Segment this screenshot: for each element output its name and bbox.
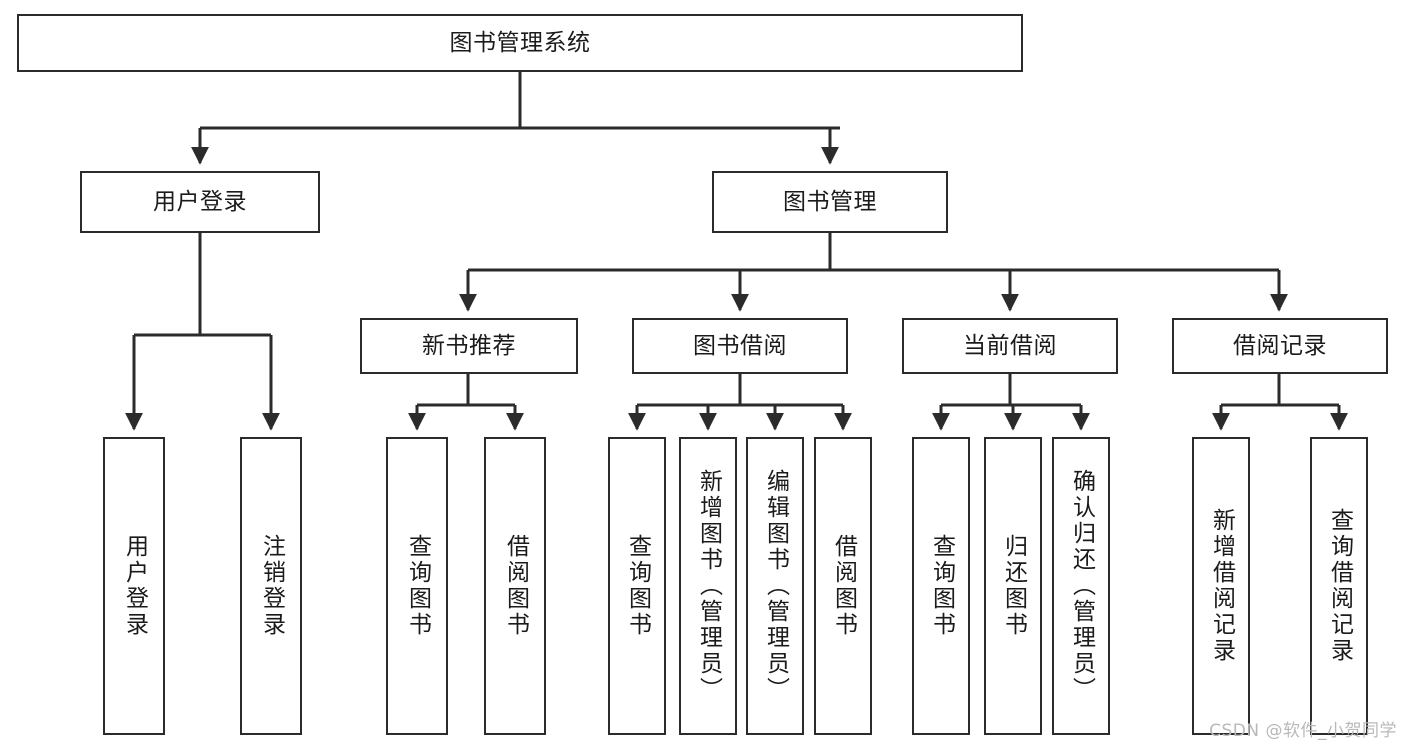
leaf-query-borrow-record[interactable]: 查询借阅记录 bbox=[1310, 437, 1368, 735]
leaf-user-login-label: 用户登录 bbox=[121, 534, 148, 638]
leaf-return-book[interactable]: 归还图书 bbox=[984, 437, 1042, 735]
leaf-borrow-book-label: 借阅图书 bbox=[830, 534, 857, 638]
leaf-add-borrow-record[interactable]: 新增借阅记录 bbox=[1192, 437, 1250, 735]
leaf-borrow-book[interactable]: 借阅图书 bbox=[814, 437, 872, 735]
leaf-query-book-borrow-label: 查询图书 bbox=[624, 534, 651, 638]
leaf-user-login[interactable]: 用户登录 bbox=[103, 437, 165, 735]
leaf-add-book-admin-label: 新增图书（管理员） bbox=[695, 469, 722, 703]
leaf-confirm-return-admin[interactable]: 确认归还（管理员） bbox=[1052, 437, 1110, 735]
node-current-borrow-label: 当前借阅 bbox=[963, 332, 1057, 359]
leaf-query-book-current[interactable]: 查询图书 bbox=[912, 437, 970, 735]
node-user-login[interactable]: 用户登录 bbox=[80, 171, 320, 233]
node-root[interactable]: 图书管理系统 bbox=[17, 14, 1023, 72]
leaf-edit-book-admin-label: 编辑图书（管理员） bbox=[762, 469, 789, 703]
leaf-query-book-current-label: 查询图书 bbox=[928, 534, 955, 638]
node-book-borrow-label: 图书借阅 bbox=[693, 332, 787, 359]
leaf-return-book-label: 归还图书 bbox=[1000, 534, 1027, 638]
node-borrow-records-label: 借阅记录 bbox=[1233, 332, 1327, 359]
node-new-book-recommend[interactable]: 新书推荐 bbox=[360, 318, 578, 374]
leaf-add-book-admin[interactable]: 新增图书（管理员） bbox=[679, 437, 737, 735]
leaf-edit-book-admin[interactable]: 编辑图书（管理员） bbox=[746, 437, 804, 735]
node-current-borrow[interactable]: 当前借阅 bbox=[902, 318, 1118, 374]
node-book-borrow[interactable]: 图书借阅 bbox=[632, 318, 848, 374]
node-book-management[interactable]: 图书管理 bbox=[712, 171, 948, 233]
leaf-borrow-book-recommend-label: 借阅图书 bbox=[502, 534, 529, 638]
leaf-query-book-borrow[interactable]: 查询图书 bbox=[608, 437, 666, 735]
leaf-logout[interactable]: 注销登录 bbox=[240, 437, 302, 735]
leaf-query-book-recommend-label: 查询图书 bbox=[404, 534, 431, 638]
node-user-login-label: 用户登录 bbox=[153, 188, 247, 215]
node-root-label: 图书管理系统 bbox=[449, 29, 591, 56]
leaf-query-borrow-record-label: 查询借阅记录 bbox=[1326, 508, 1353, 664]
node-borrow-records[interactable]: 借阅记录 bbox=[1172, 318, 1388, 374]
node-book-management-label: 图书管理 bbox=[783, 188, 877, 215]
leaf-add-borrow-record-label: 新增借阅记录 bbox=[1208, 508, 1235, 664]
leaf-confirm-return-admin-label: 确认归还（管理员） bbox=[1068, 469, 1095, 703]
leaf-logout-label: 注销登录 bbox=[258, 534, 285, 638]
node-new-book-recommend-label: 新书推荐 bbox=[422, 332, 516, 359]
leaf-borrow-book-recommend[interactable]: 借阅图书 bbox=[484, 437, 546, 735]
leaf-query-book-recommend[interactable]: 查询图书 bbox=[386, 437, 448, 735]
